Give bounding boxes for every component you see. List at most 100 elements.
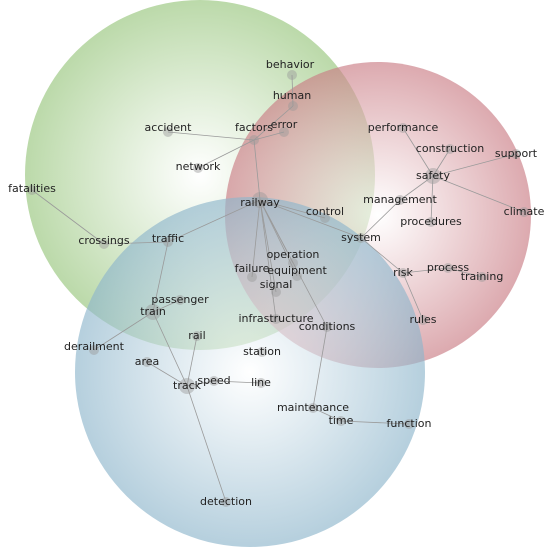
node-behavior [287,70,297,80]
term-label-factors: factors [235,121,273,134]
term-label-risk: risk [393,266,413,279]
node-accident [163,127,173,137]
term-label-fatalities: fatalities [8,182,56,195]
link-train-track [152,311,188,387]
link-rail-track [186,335,198,387]
term-label-management: management [363,193,437,206]
link-maintenance-time [312,407,342,422]
link-passenger-train [152,299,181,313]
term-label-traffic: traffic [152,232,184,245]
link-speed-line [213,380,262,384]
node-infrastructure [271,314,281,324]
link-traffic-train [152,241,169,313]
term-label-time: time [329,414,354,427]
link-area-track [146,361,188,387]
link-system-management [360,199,401,239]
node-fatalities [27,185,37,195]
term-label-conditions: conditions [299,320,356,333]
term-label-equipment: equipment [267,264,327,277]
node-detection [221,497,231,507]
node-rail [192,331,202,341]
term-label-performance: performance [368,121,439,134]
node-area [142,357,152,367]
node-risk [398,268,408,278]
link-crossings-traffic [103,241,169,245]
term-label-function: function [387,417,432,430]
circles-layer [25,0,531,547]
term-label-speed: speed [197,374,230,387]
term-label-human: human [273,89,311,102]
term-label-failure: failure [235,262,270,275]
term-label-process: process [427,261,470,274]
node-train [145,304,161,320]
node-maintenance [308,403,318,413]
term-label-control: control [306,205,344,218]
link-factors-network [197,139,255,169]
term-label-error: error [271,118,298,131]
link-traffic-railway [167,199,261,243]
term-label-climate: climate [504,205,545,218]
circle-blue [75,197,425,547]
term-label-safety: safety [416,169,450,182]
link-error-factors [253,131,285,141]
term-label-procedures: procedures [400,215,462,228]
link-conditions-maintenance [312,326,328,409]
link-track-detection [186,385,227,503]
node-rules [418,315,428,325]
term-label-crossings: crossings [78,234,130,247]
node-control [320,213,330,223]
term-label-area: area [135,355,160,368]
node-error [279,127,289,137]
labels-layer: behaviorhumanerrorfactorsaccidentnetwork… [8,58,544,508]
node-traffic [163,237,173,247]
term-label-derailment: derailment [64,340,125,353]
node-procedures [426,217,436,227]
link-support-safety [432,153,517,177]
node-construction [445,144,455,154]
link-behavior-human [291,74,294,107]
node-process [443,263,453,273]
node-conditions [322,322,332,332]
term-label-line: line [251,376,271,389]
link-safety-climate [432,175,525,213]
link-factors-railway [253,139,261,201]
link-railway-failure [251,199,261,278]
node-climate [519,207,529,217]
link-railway-control [259,199,326,219]
node-signal [271,287,281,297]
node-safety [425,168,441,184]
link-fatalities-crossings [31,189,105,245]
node-human [288,101,298,111]
term-label-infrastructure: infrastructure [238,312,313,325]
node-operation [288,258,298,268]
node-system [356,233,366,243]
node-railway [252,192,268,208]
term-label-behavior: behavior [266,58,315,71]
link-railway-equipment [259,199,298,277]
link-railway-infrastructure [259,199,277,320]
link-risk-process [402,267,449,274]
edges-layer [31,74,525,503]
nodes-layer [27,70,529,507]
term-label-signal: signal [260,278,293,291]
link-risk-rules [402,272,424,321]
term-label-passenger: passenger [151,293,209,306]
node-crossings [99,239,109,249]
node-network [193,163,203,173]
node-function [404,419,414,429]
node-equipment [292,271,302,281]
node-failure [247,272,257,282]
link-train-derailment [93,311,154,351]
term-label-accident: accident [145,121,193,134]
term-label-system: system [341,231,381,244]
node-factors [249,135,259,145]
node-speed [209,376,219,386]
term-label-support: support [495,147,538,160]
link-performance-safety [402,127,434,177]
link-track-speed [186,380,215,387]
link-time-function [340,420,410,425]
term-label-track: track [173,379,202,392]
link-safety-procedures [430,175,434,223]
node-management [395,195,405,205]
